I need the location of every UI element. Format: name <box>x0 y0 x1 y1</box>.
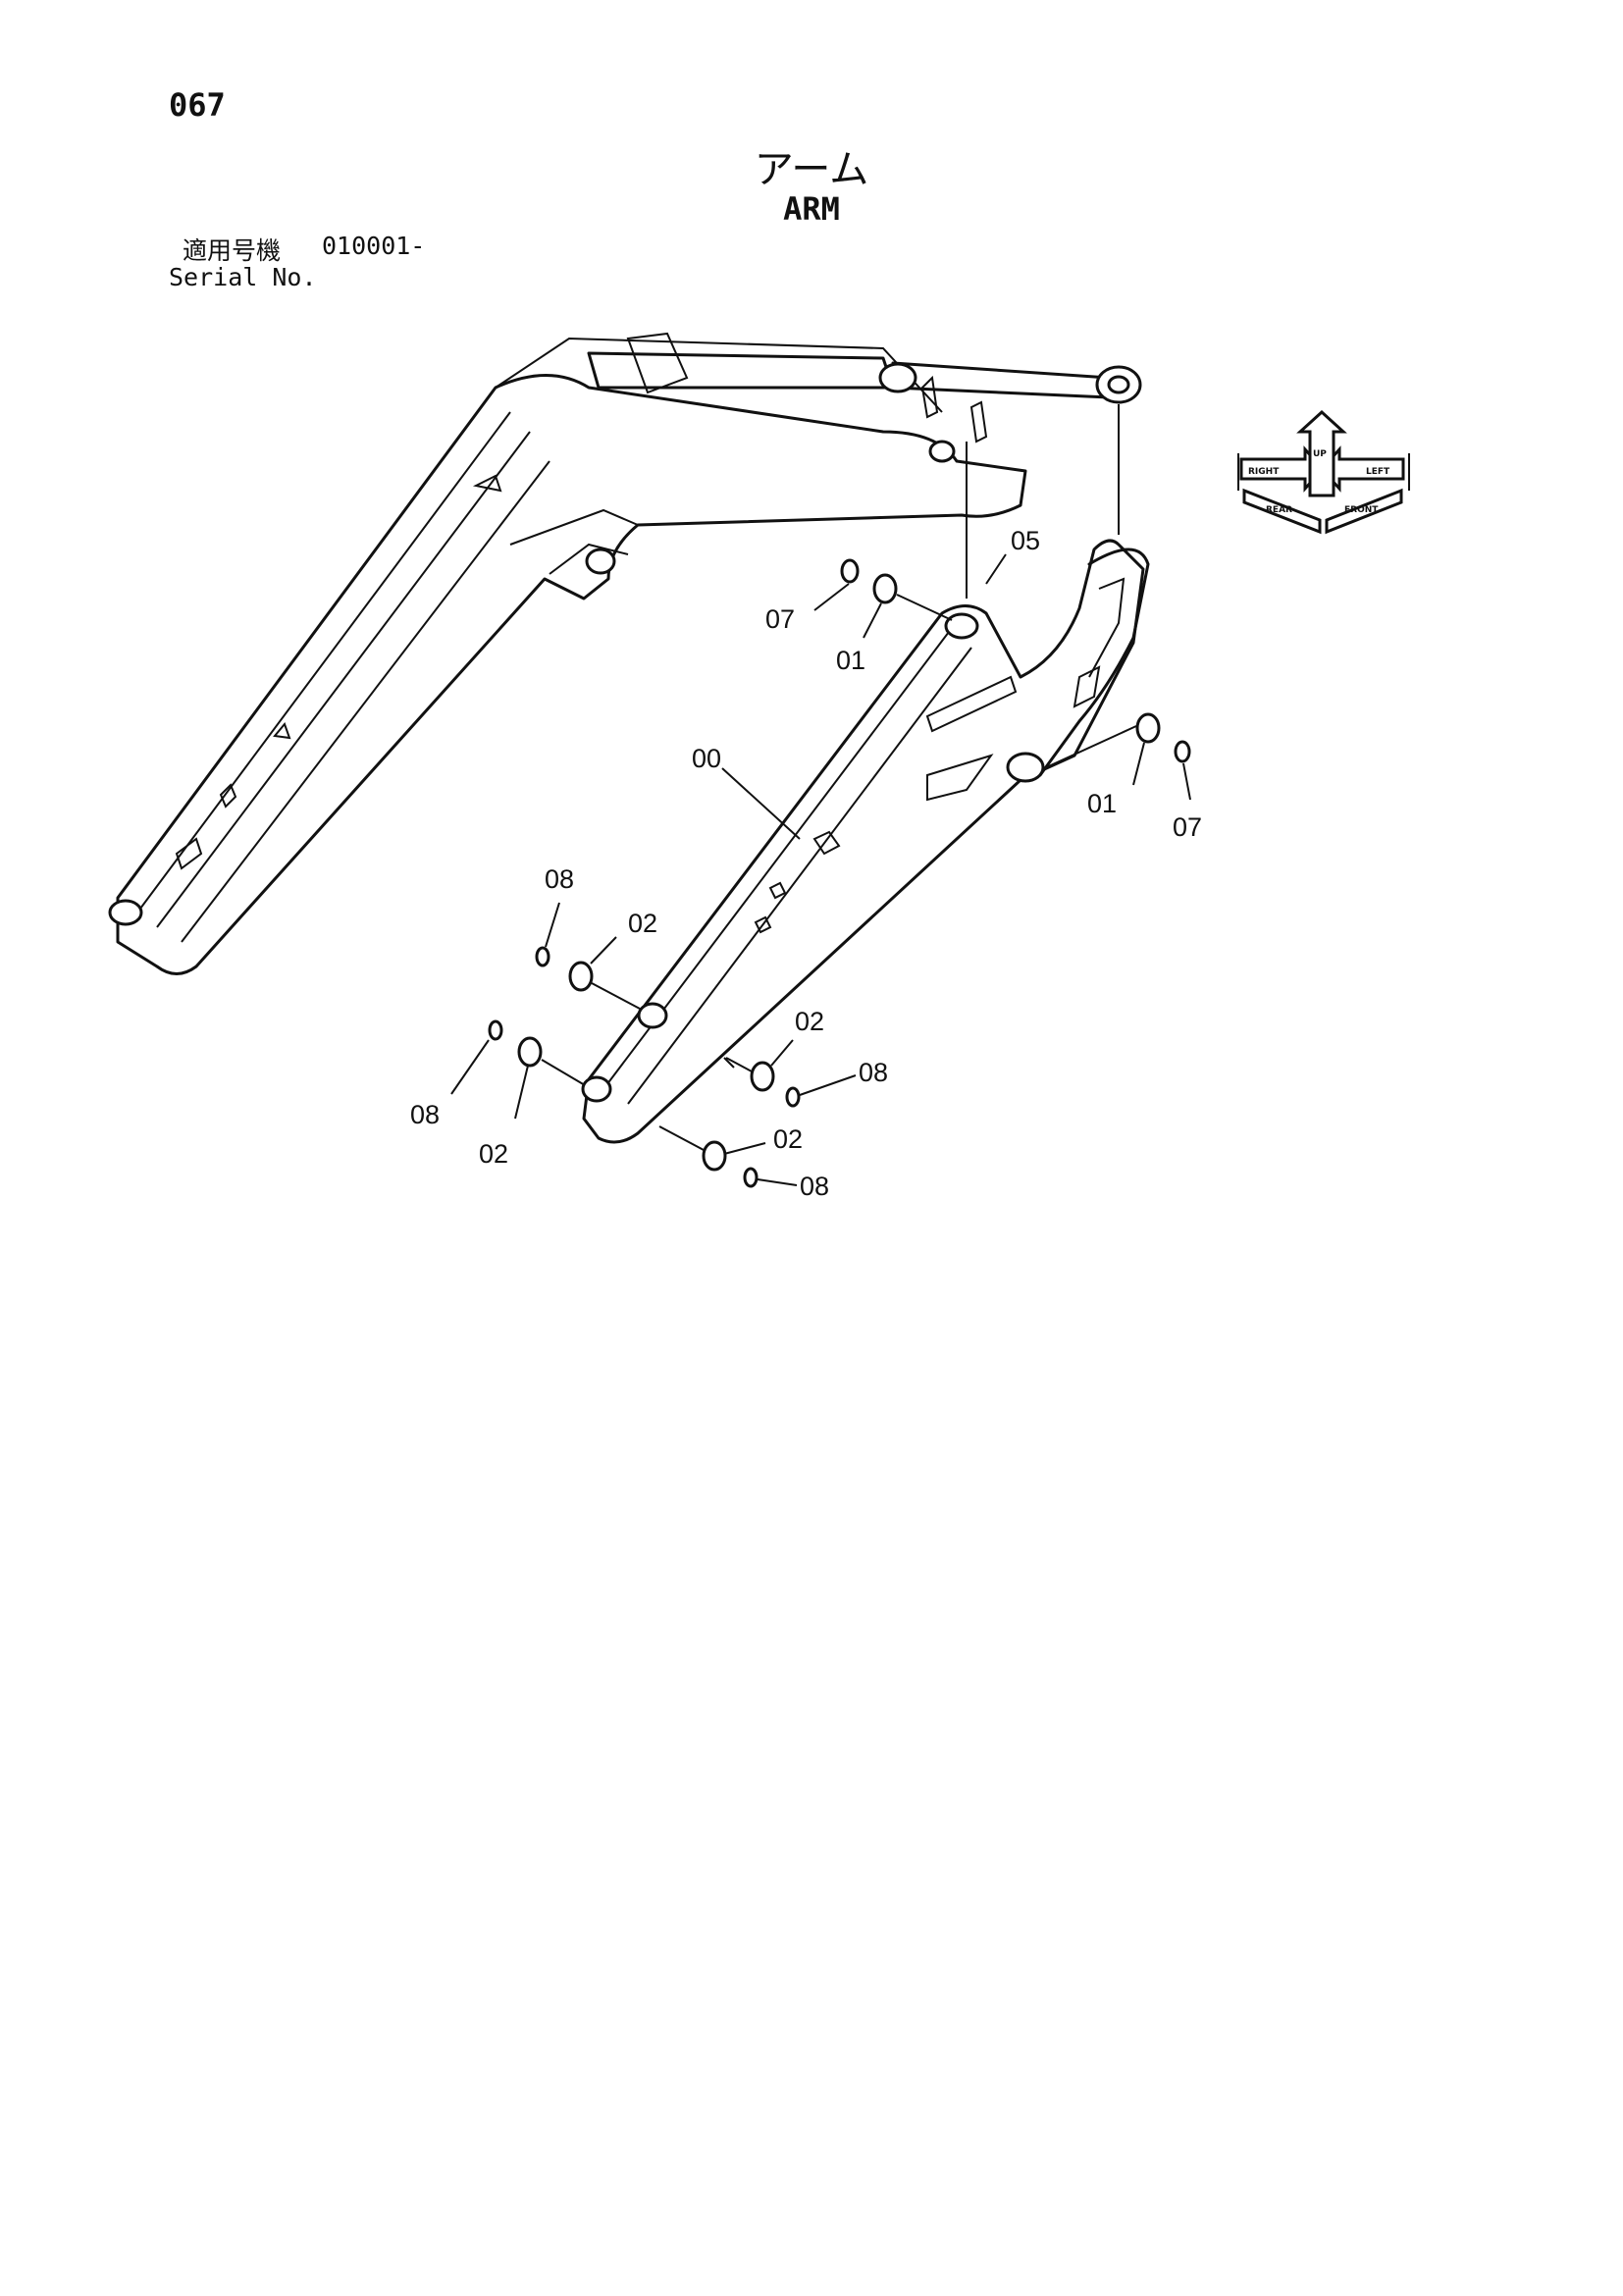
callout-02-c: 02 <box>479 1139 508 1169</box>
bushing-02-a <box>568 961 594 992</box>
serial-label-jp: 適用号機 <box>183 236 282 265</box>
arm-link-pin-bore <box>637 1002 668 1029</box>
arm-cylinder-pin-bore <box>944 612 979 640</box>
bushing-02-c <box>750 1061 775 1092</box>
callout-08-a: 08 <box>545 864 574 894</box>
callout-labels: 05 07 01 00 01 07 08 02 02 08 08 02 02 0… <box>410 526 1202 1201</box>
callout-07-upper: 07 <box>765 604 795 634</box>
page-title-en: ARM <box>783 190 840 228</box>
arm-bucket-pin-bore <box>581 1075 612 1103</box>
callout-02-a: 02 <box>628 909 657 938</box>
callout-01-upper: 01 <box>836 646 865 675</box>
arm-cylinder <box>587 332 1142 444</box>
callout-00: 00 <box>692 744 721 773</box>
seal-08-b <box>488 1019 503 1041</box>
seal-08-c <box>785 1086 801 1108</box>
orientation-label-rear: REAR <box>1266 505 1292 515</box>
seal-07-upper <box>840 558 860 584</box>
arm-body <box>581 539 1150 1144</box>
bushings-and-seals <box>488 558 1191 1188</box>
callout-08-c: 08 <box>410 1100 440 1129</box>
callout-05: 05 <box>1011 526 1040 555</box>
serial-value: 010001- <box>322 232 426 260</box>
orientation-label-up: UP <box>1313 449 1327 459</box>
bushing-01-upper <box>872 573 898 604</box>
boom-foot-pin-bore <box>108 899 143 926</box>
callout-02-d: 02 <box>773 1124 803 1154</box>
page-number: 067 <box>169 86 226 124</box>
boom-arm-pin-bore <box>585 548 616 575</box>
seal-08-a <box>535 946 550 967</box>
bushing-01-right <box>1135 712 1161 744</box>
orientation-label-right: RIGHT <box>1248 467 1280 477</box>
callout-01-right: 01 <box>1087 789 1117 818</box>
direction-arrows-icon: RIGHT LEFT FRONT REAR UP <box>1237 409 1410 535</box>
callout-leaders <box>450 553 1191 1186</box>
boom-cylinder-pin-bore <box>928 440 956 463</box>
callout-07-right: 07 <box>1173 812 1202 842</box>
arm-boom-pin-bore <box>1006 752 1045 783</box>
orientation-label-left: LEFT <box>1366 467 1390 477</box>
bushing-02-d <box>702 1140 727 1172</box>
seal-08-d <box>743 1167 759 1188</box>
bushing-02-b <box>517 1036 543 1068</box>
callout-02-b: 02 <box>795 1007 824 1036</box>
seal-07-right <box>1174 740 1191 763</box>
page-title-jp: アーム <box>754 147 869 192</box>
serial-label-en: Serial No. <box>169 263 317 291</box>
orientation-label-front: FRONT <box>1344 505 1379 515</box>
callout-08-d: 08 <box>800 1172 829 1201</box>
callout-08-b: 08 <box>859 1058 888 1087</box>
